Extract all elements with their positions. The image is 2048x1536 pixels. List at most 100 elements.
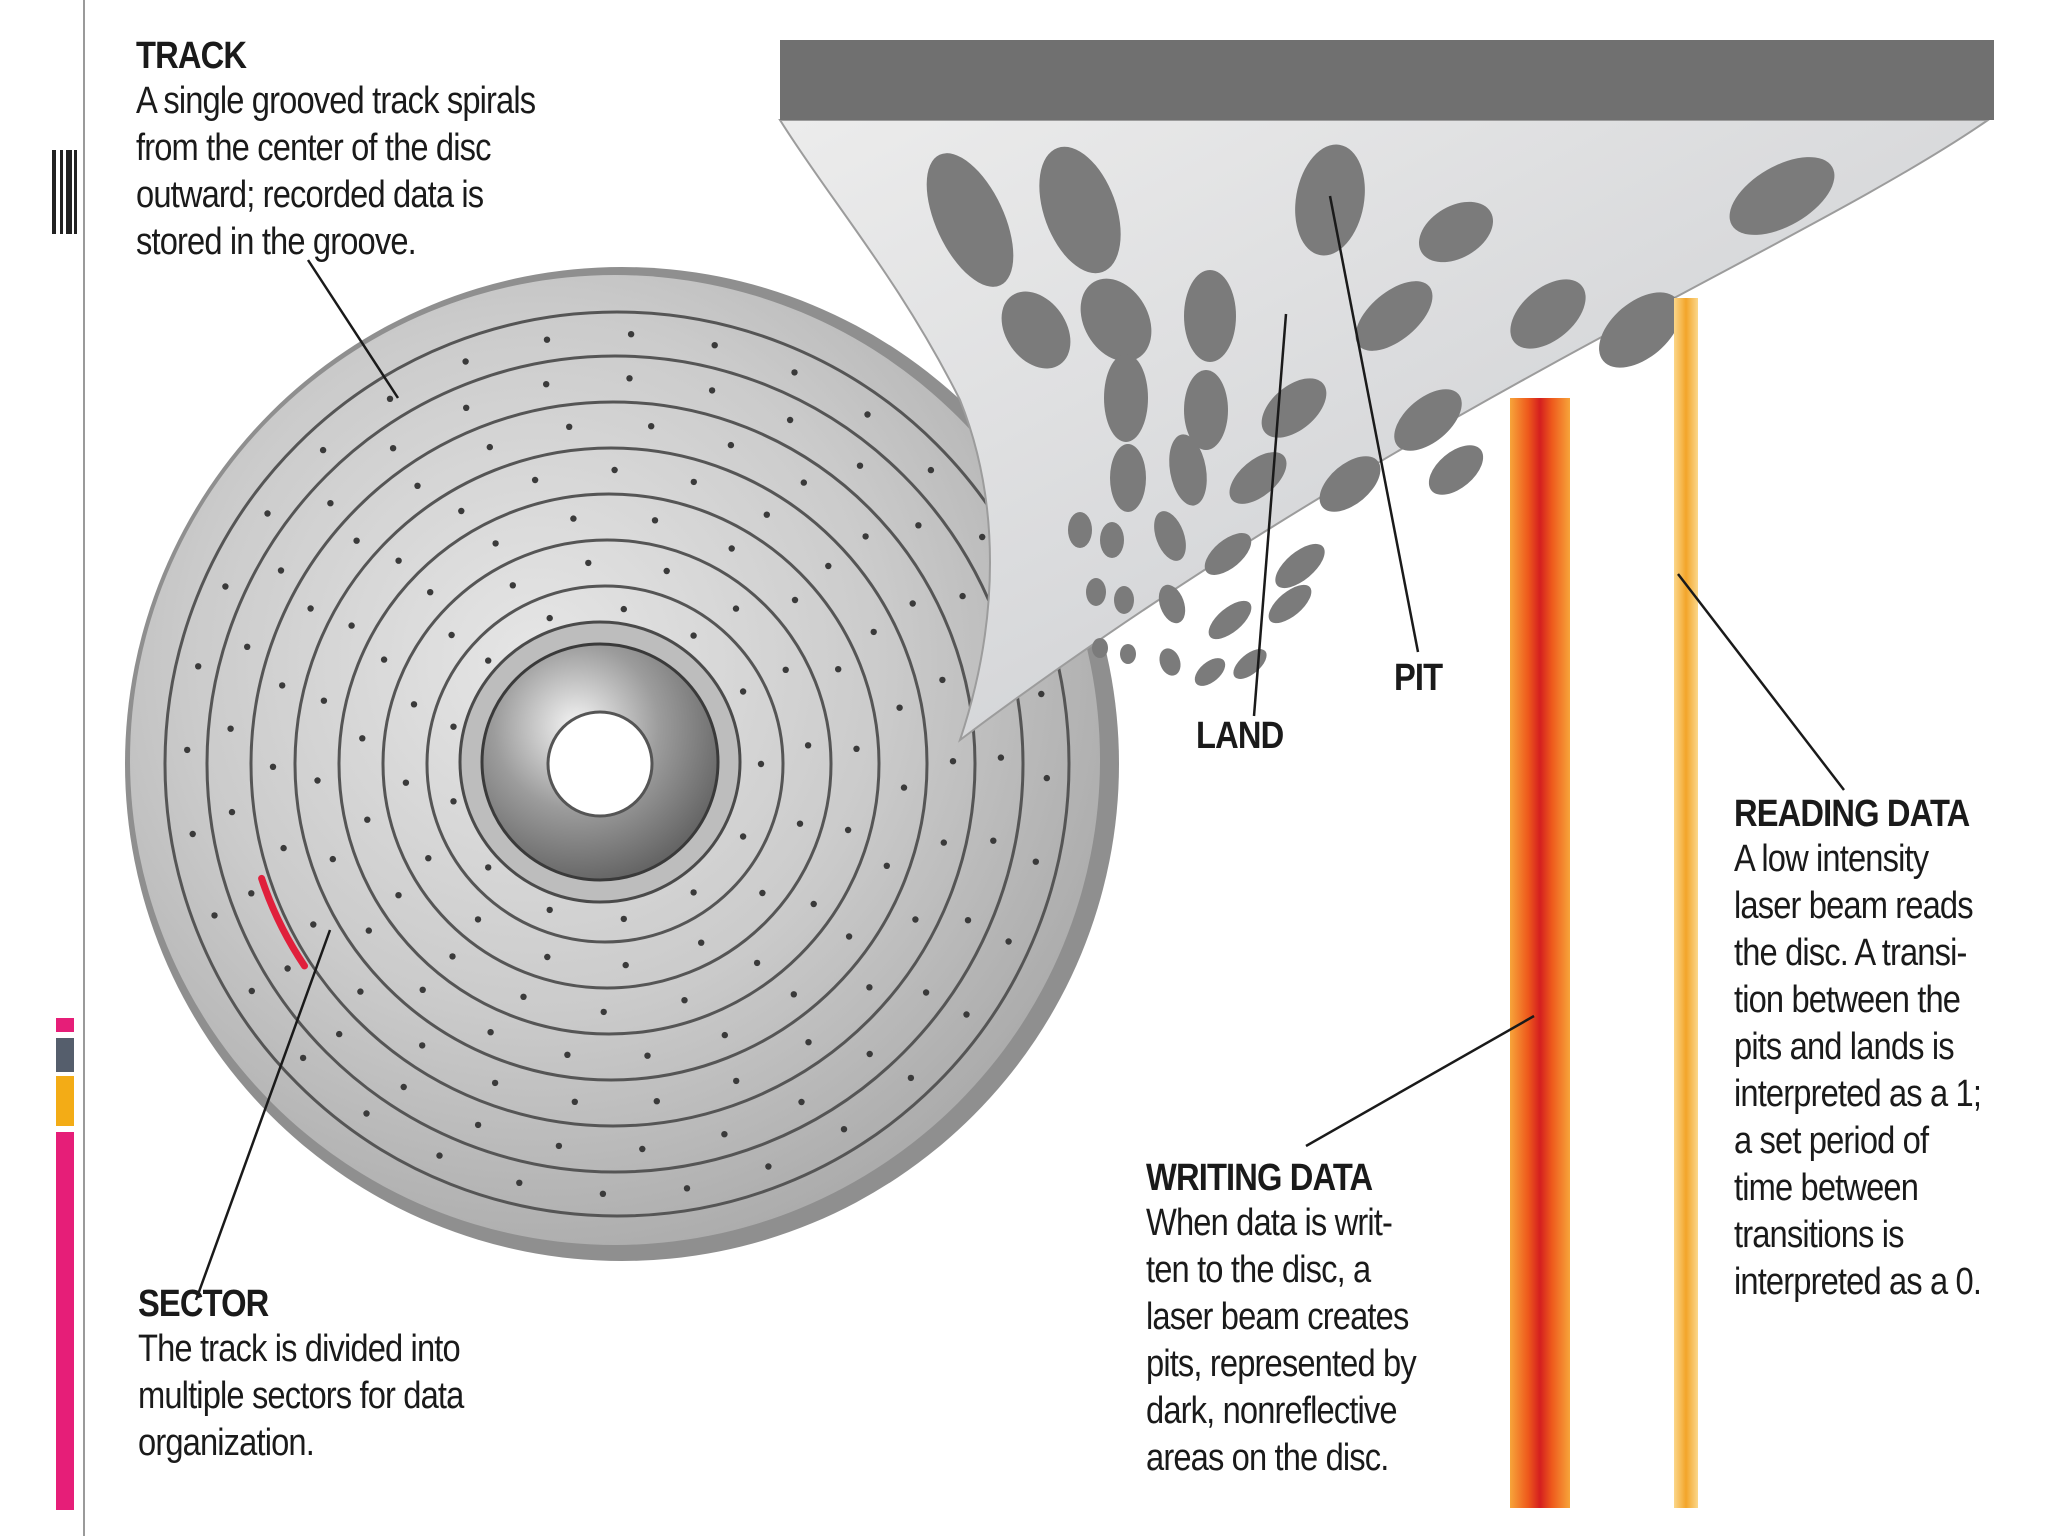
surface-pit — [1086, 578, 1106, 606]
track-data-dot — [798, 1098, 805, 1106]
track-data-dot — [690, 889, 697, 896]
track-data-dot — [940, 839, 947, 846]
track-data-dot — [627, 331, 635, 338]
surface-pit — [1275, 543, 1325, 589]
track-data-dot — [284, 965, 291, 972]
writing-data-callout: WRITING DATA When data is writ- ten to t… — [1146, 1156, 1460, 1482]
track-data-dot — [791, 596, 799, 604]
surface-pit — [1208, 600, 1252, 640]
track-data-dot — [189, 830, 196, 838]
track-data-dot — [626, 375, 633, 382]
track-data-dot — [959, 592, 966, 600]
barcode-mark — [60, 150, 63, 234]
surface-pit — [1169, 434, 1207, 506]
barcode-mark — [52, 150, 56, 234]
track-data-dot — [546, 906, 553, 914]
track-groove — [337, 492, 881, 1036]
track-data-dot — [732, 605, 740, 612]
track-data-dot — [279, 682, 286, 689]
reading-laser-beam — [1674, 298, 1698, 1508]
track-data-dot — [310, 921, 317, 928]
accent-bar-amber — [56, 1076, 74, 1126]
track-data-dot — [786, 416, 794, 424]
track-data-dot — [277, 567, 285, 574]
track-data-dot — [964, 917, 972, 924]
track-data-dot — [963, 1011, 970, 1018]
sector-highlight — [258, 874, 308, 970]
track-data-dot — [463, 404, 470, 411]
track-data-dot — [436, 1152, 443, 1159]
track-data-dot — [644, 1052, 651, 1059]
track-data-dot — [862, 533, 869, 540]
track-data-dot — [639, 1145, 646, 1153]
surface-pit — [1154, 511, 1186, 561]
track-data-dot — [708, 387, 716, 394]
track-data-dot — [314, 777, 321, 784]
surface-pit — [1510, 279, 1586, 349]
track-data-dot — [492, 540, 499, 547]
track-data-dot — [844, 826, 852, 834]
track-data-dot — [327, 500, 334, 507]
track-data-dot — [544, 953, 551, 961]
barcode-mark — [66, 150, 72, 234]
track-data-dot — [922, 989, 930, 996]
track-data-dot — [912, 916, 919, 923]
track-data-dot — [320, 697, 328, 704]
track-data-dot — [651, 517, 659, 524]
track-data-dot — [419, 986, 426, 993]
track-data-dot — [516, 1179, 523, 1187]
accent-bar-slate — [56, 1038, 74, 1072]
track-data-dot — [663, 567, 670, 575]
surface-pit — [1394, 389, 1462, 451]
track-data-dot — [543, 381, 550, 388]
track-groove — [249, 400, 977, 1128]
track-data-dot — [728, 545, 735, 552]
track-groove — [163, 310, 1071, 1218]
track-data-dot — [727, 441, 735, 449]
surface-pit — [1092, 638, 1108, 658]
track-data-dot — [450, 798, 457, 805]
surface-pit — [1419, 201, 1493, 263]
track-data-dot — [990, 837, 997, 844]
track-data-dot — [711, 342, 718, 349]
track-data-dot — [927, 466, 935, 474]
surface-pit — [1110, 444, 1146, 512]
surface-pit — [1729, 157, 1835, 235]
surface-pit — [1080, 278, 1152, 362]
track-data-dot — [474, 1121, 482, 1129]
track-data-dot — [600, 1008, 607, 1016]
track-data-dot — [900, 784, 908, 791]
track-data-dot — [543, 336, 551, 343]
track-data-dot — [520, 993, 527, 1000]
track-data-dot — [681, 997, 688, 1004]
track-data-dot — [653, 1098, 660, 1105]
track-data-dot — [883, 862, 890, 869]
track-data-dot — [915, 522, 922, 529]
track-data-dot — [570, 515, 577, 522]
track-data-dot — [491, 1079, 499, 1087]
track-data-dot — [790, 991, 797, 998]
track-data-dot — [222, 583, 229, 590]
track-data-dot — [757, 760, 765, 768]
track-data-dot — [648, 423, 655, 430]
track-data-dot — [363, 1110, 370, 1117]
track-data-dot — [329, 855, 336, 863]
track-data-dot — [683, 1185, 691, 1192]
track-data-dot — [835, 666, 842, 673]
track-data-dot — [1005, 938, 1012, 945]
track-data-dot — [866, 1050, 873, 1058]
track-data-dot — [845, 933, 853, 940]
track-data-dot — [739, 833, 747, 840]
surface-pit — [1194, 658, 1226, 686]
surface-pit — [1159, 648, 1181, 676]
track-data-dot — [280, 844, 287, 852]
track-data-dot — [555, 1142, 563, 1150]
surface-pit — [1120, 644, 1136, 664]
track-data-dot — [909, 600, 916, 607]
track-data-dot — [319, 446, 327, 454]
magnified-disc-surface — [778, 40, 1994, 743]
writing-data-heading: WRITING DATA — [1146, 1157, 1373, 1199]
track-data-dot — [566, 423, 573, 430]
disc-track-dots — [184, 331, 1051, 1198]
track-data-dot — [1038, 690, 1045, 698]
